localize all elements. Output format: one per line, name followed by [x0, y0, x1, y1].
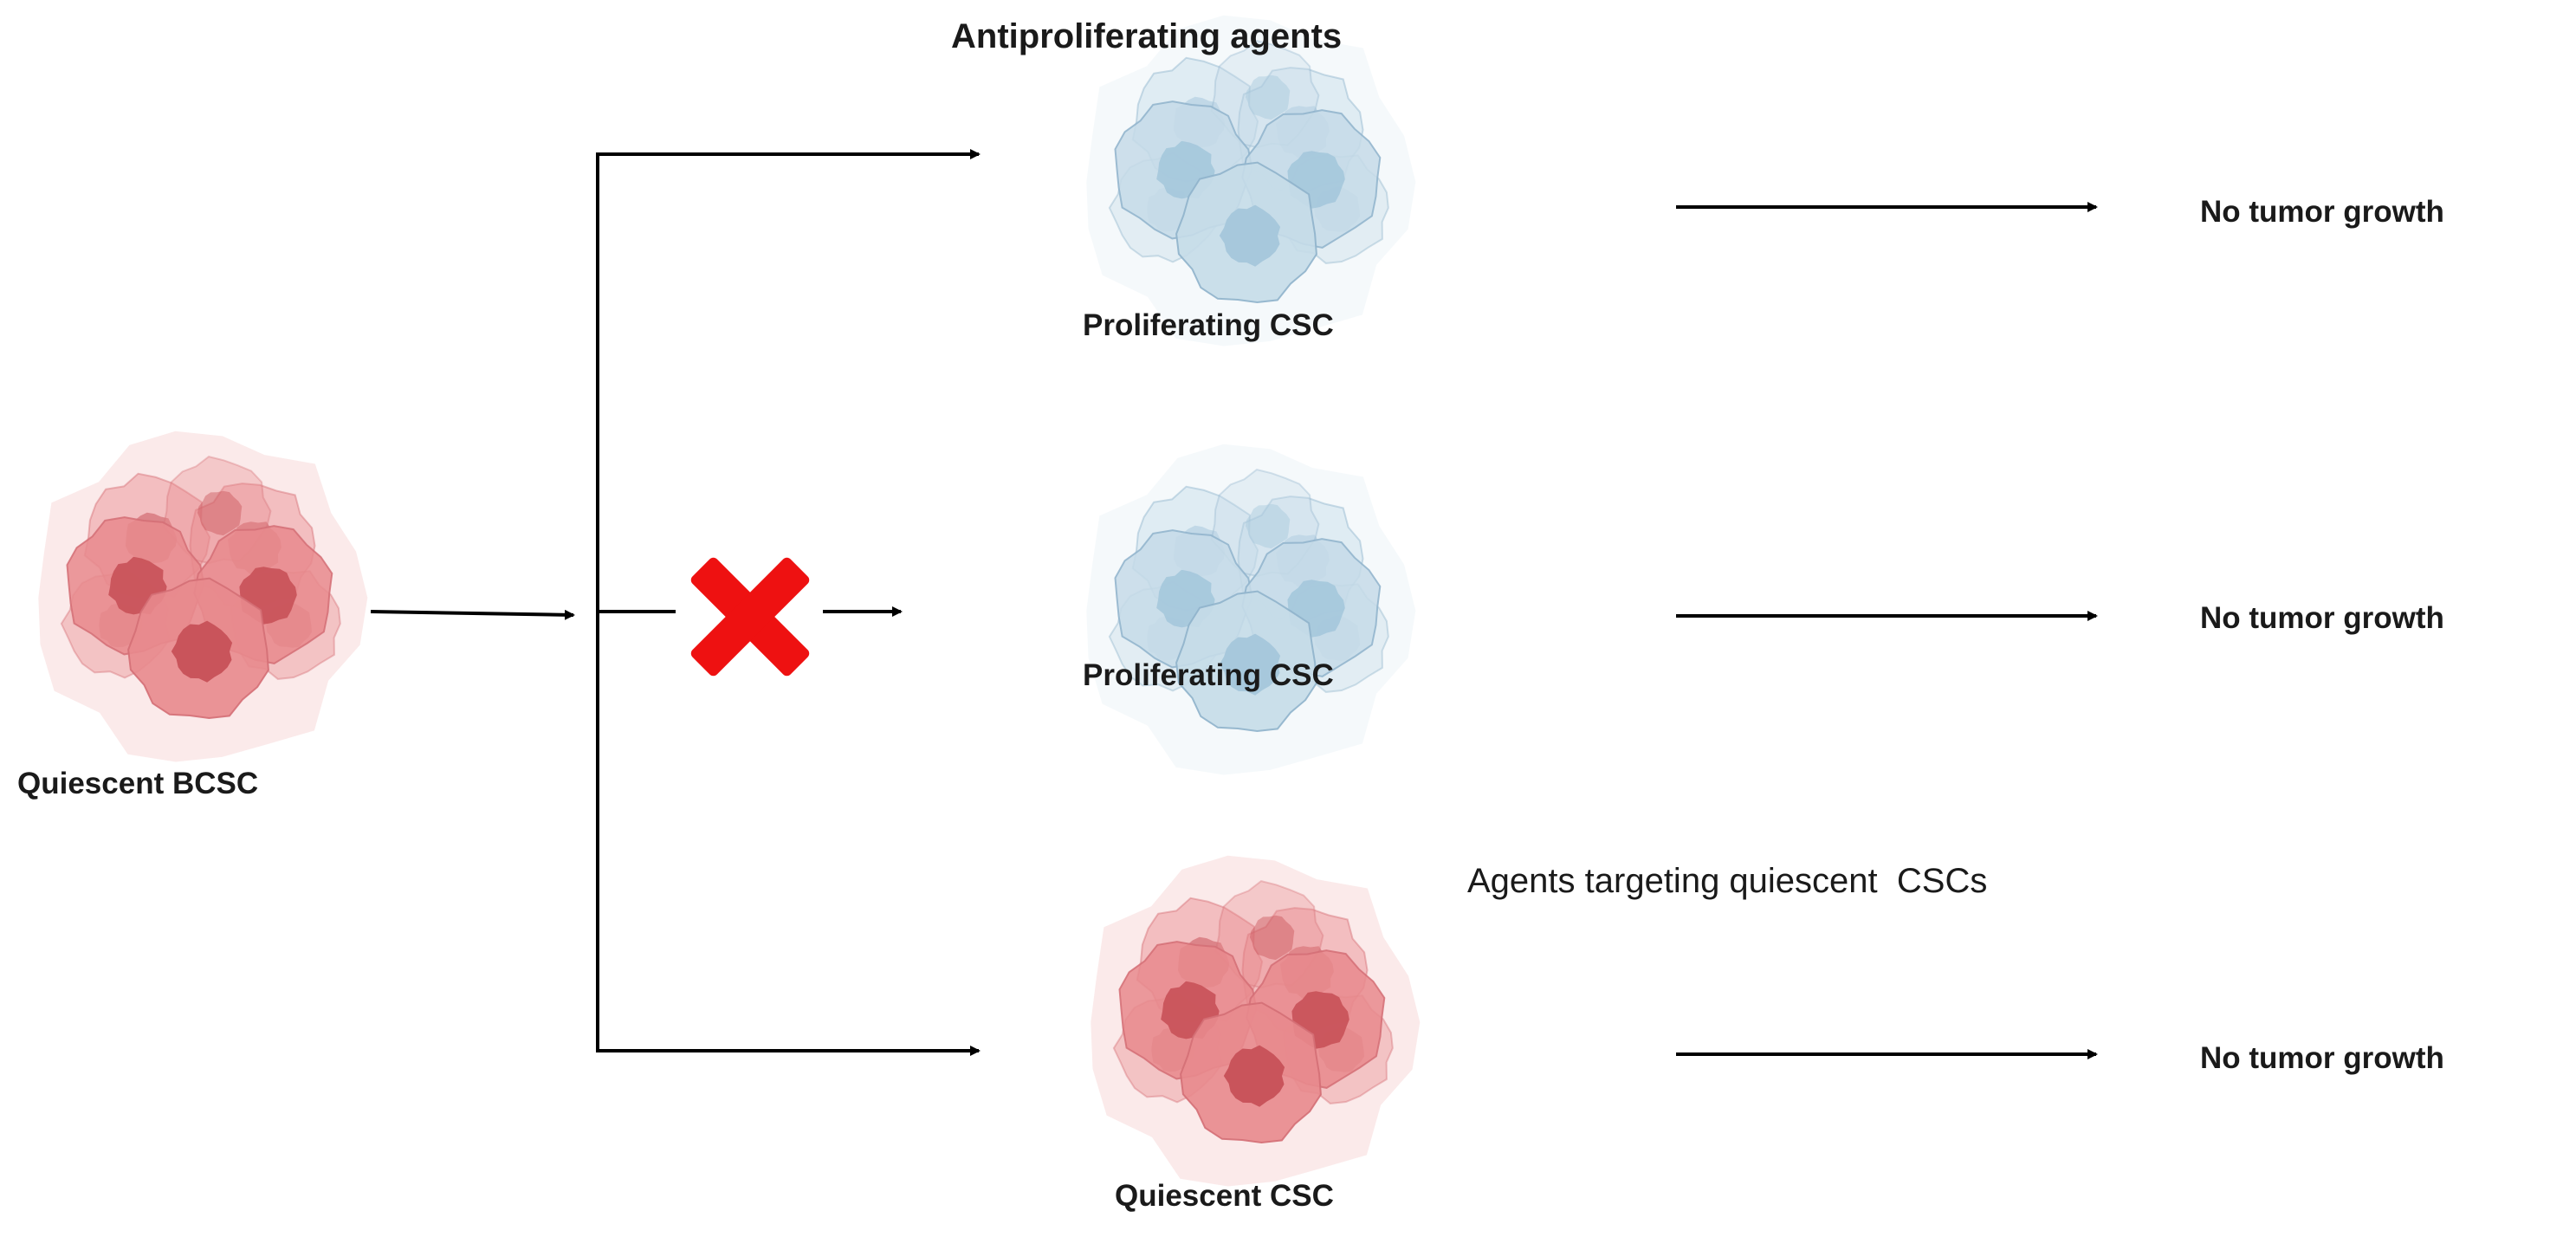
outcome-label-bottom: No tumor growth [2200, 1041, 2444, 1075]
branch-2-cell-nucleus [1249, 915, 1295, 961]
source-label: Quiescent BCSC [17, 767, 258, 800]
outcome-label-top: No tumor growth [2200, 195, 2444, 229]
branch-1-cell-nucleus [1219, 633, 1281, 696]
branch-bracket [596, 152, 972, 1052]
branch-2-cell-nucleus [1223, 1045, 1285, 1107]
cell-label-top: Proliferating CSC [1083, 308, 1334, 342]
outcome-label-middle: No tumor growth [2200, 601, 2444, 635]
proliferating-csc-cluster-top [1086, 15, 1416, 346]
source-cell-nucleus [197, 490, 243, 536]
source-arrow [370, 609, 575, 620]
branch-0-cell-nucleus [1219, 204, 1281, 267]
branch-1-cell-nucleus [1245, 503, 1291, 549]
source-cell-nucleus [171, 620, 233, 683]
connector-lines [370, 149, 2098, 1059]
top-agent-label: Antiproliferating agents [951, 17, 1342, 55]
cell-label-bottom: Quiescent CSC [1115, 1179, 1334, 1213]
cell-label-middle: Proliferating CSC [1083, 658, 1334, 692]
proliferating-csc-cluster-middle [1086, 444, 1416, 775]
branch-0-cell-nucleus [1245, 74, 1291, 120]
red-x-icon [690, 557, 810, 677]
quiescent-csc-cluster [1091, 855, 1421, 1187]
bottom-agent-label: Agents targeting quiescent CSCs [1467, 862, 1987, 900]
quiescent-bcsc-cluster [38, 431, 368, 762]
